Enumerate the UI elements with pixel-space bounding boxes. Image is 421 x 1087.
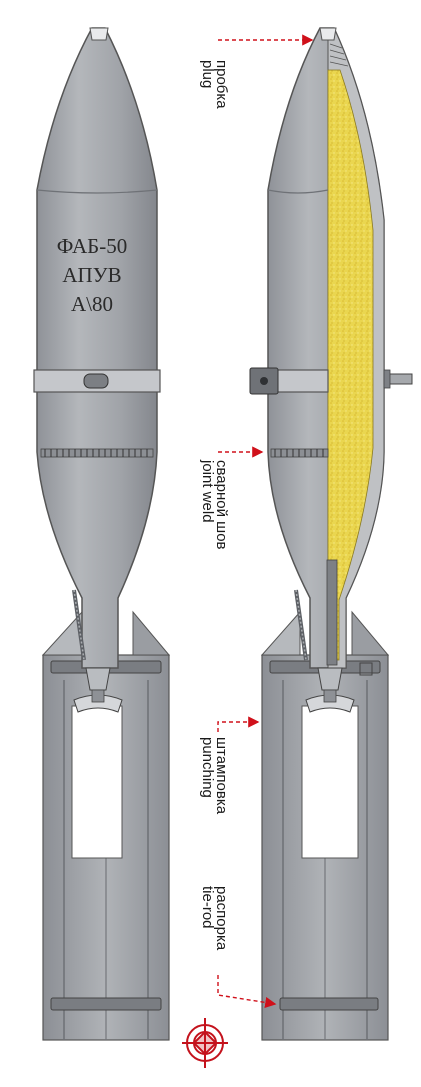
crosshair-target-icon	[182, 1018, 228, 1068]
right-explosive-filling	[327, 69, 374, 661]
punching-leader	[217, 716, 260, 732]
callout-punching: штамповка punching	[199, 737, 230, 815]
bomb-marking-line3: А\80	[71, 292, 113, 316]
left-bomb	[33, 27, 171, 1041]
right-tail-fuse	[305, 667, 355, 713]
right-bomb	[249, 27, 413, 1041]
callout-punching-en: punching	[199, 737, 216, 798]
bomb-marking: ФАБ-50 АПУВ А\80	[32, 232, 152, 319]
right-tail-fins	[260, 610, 390, 1041]
callout-tie-rod-en: tie-rod	[199, 886, 216, 929]
bomb-marking-line2: АПУВ	[62, 263, 122, 287]
right-joint-weld	[270, 448, 329, 458]
right-fuse-tube	[326, 559, 338, 666]
callout-tie-rod-ru: распорка	[213, 886, 230, 951]
callout-plug-en: plug	[199, 60, 216, 89]
left-joint-weld	[40, 448, 154, 458]
left-tie-rod	[72, 589, 86, 661]
bomb-marking-line1: ФАБ-50	[56, 234, 128, 258]
callout-joint-weld-en: joint weld	[199, 460, 216, 523]
left-suspension-lug	[83, 373, 109, 389]
left-nose-plug	[89, 27, 109, 41]
callout-punching-ru: штамповка	[213, 737, 230, 815]
right-plug-thread	[329, 43, 349, 67]
left-tail-fuse	[73, 667, 123, 713]
callout-joint-weld: сварной шов joint weld	[199, 460, 230, 550]
callout-plug-ru: пробка	[213, 60, 230, 109]
callout-leaders	[217, 34, 314, 1009]
tie-rod-leader	[217, 975, 277, 1009]
right-nose-plug	[319, 27, 337, 41]
callout-plug: пробка plug	[199, 60, 230, 109]
left-bomb-body	[36, 27, 158, 669]
callout-joint-weld-ru: сварной шов	[213, 460, 230, 550]
left-tail-fins	[41, 610, 171, 1041]
callout-tie-rod: распорка tie-rod	[199, 886, 230, 951]
right-tie-rod	[294, 589, 308, 661]
